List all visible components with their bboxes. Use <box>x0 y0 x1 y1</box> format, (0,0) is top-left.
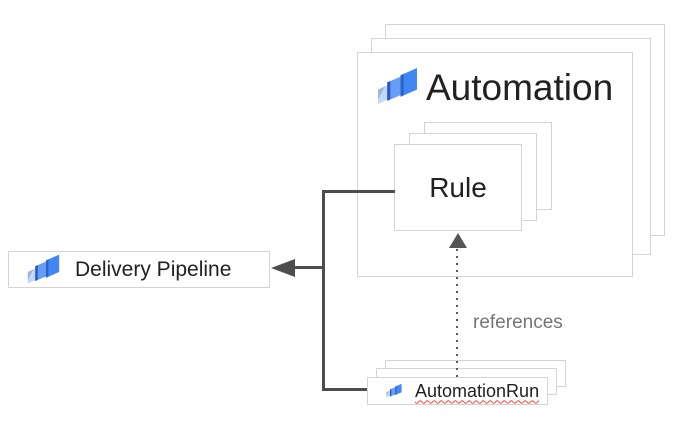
cloud-deploy-icon <box>378 68 417 104</box>
reference-edge-label: references <box>473 312 563 333</box>
delivery-pipeline-node-label: Delivery Pipeline <box>75 257 232 281</box>
rule-node-label: Rule <box>429 171 487 203</box>
arrowhead-left-icon <box>271 259 295 277</box>
arrowhead-up-icon <box>449 233 467 248</box>
connector-automation-run-horizontal <box>322 388 368 391</box>
automation-node-label: Automation <box>426 67 614 108</box>
connector-vertical <box>322 190 325 391</box>
cloud-deploy-icon <box>27 254 60 284</box>
automation-run-stack-front: AutomationRun <box>367 377 548 405</box>
rule-stack-front: Rule <box>394 144 522 231</box>
cloud-deploy-icon <box>386 383 402 398</box>
connector-arrow-shaft <box>293 266 324 269</box>
connector-rule-horizontal <box>322 190 395 193</box>
reference-edge-dotted-line <box>456 249 458 377</box>
delivery-pipeline-node: Delivery Pipeline <box>8 251 270 288</box>
automation-run-node-label: AutomationRun <box>415 380 540 401</box>
